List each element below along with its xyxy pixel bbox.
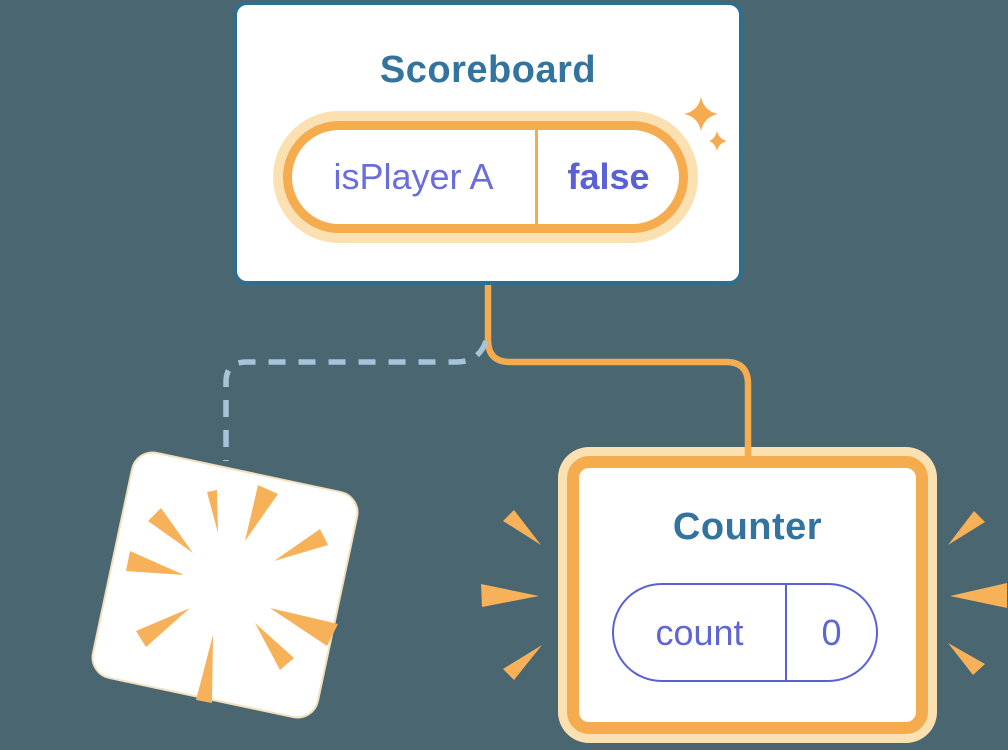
state-key-label: count (614, 585, 787, 680)
counter-component-card: Counter count 0 (567, 456, 928, 734)
kept-branch-connector (484, 285, 752, 460)
scoreboard-state-pill: isPlayer A false (283, 121, 688, 233)
emphasis-marks-right-icon (948, 511, 1007, 675)
state-key-label: isPlayer A (292, 130, 538, 224)
removed-branch-dashed-connector (223, 340, 489, 461)
emphasis-marks-left-icon (481, 510, 542, 680)
state-value-label: 0 (821, 611, 842, 653)
counter-state-pill: count 0 (612, 583, 878, 682)
destroyed-component-card (87, 447, 363, 723)
counter-title: Counter (672, 506, 823, 548)
state-value-label: false (567, 156, 650, 197)
scoreboard-component-card: Scoreboard isPlayer A false (233, 1, 743, 285)
scoreboard-title: Scoreboard (379, 49, 597, 91)
